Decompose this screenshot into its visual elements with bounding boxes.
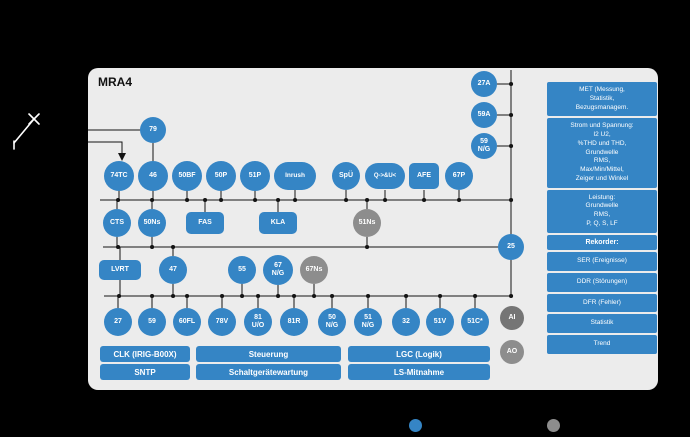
function-afe: AFE: [409, 163, 439, 189]
function-27a: 27A: [471, 71, 497, 97]
function-51ns: 51Ns: [353, 209, 381, 237]
function-32: 32: [392, 308, 420, 336]
function-51c: 51C*: [461, 308, 489, 336]
function-55: 55: [228, 256, 256, 284]
box-ls-mitnahme: LS-Mitnahme: [348, 364, 490, 380]
function-50ng: 50 N/G: [318, 308, 346, 336]
function-46: 46: [138, 161, 168, 191]
sidebar-rekorder-statistik: Statistik: [547, 314, 657, 334]
sidebar-rekorder-header: Rekorder:: [547, 234, 657, 251]
box-clk: CLK (IRIG-B00X): [100, 346, 190, 362]
function-51v: 51V: [426, 308, 454, 336]
function-cts: CTS: [103, 209, 131, 237]
function-51p: 51P: [240, 161, 270, 191]
function-51ng: 51 N/G: [354, 308, 382, 336]
sidebar-met-block: MET (Messung, Statistik, Bezugsmanagem.: [547, 82, 657, 117]
sidebar-rekorder-ddr: DDR (Störungen): [547, 272, 657, 292]
function-59a: 59A: [471, 102, 497, 128]
function-fas: FAS: [186, 212, 224, 234]
function-50p: 50P: [206, 161, 236, 191]
function-67p: 67P: [445, 162, 473, 190]
function-27: 27: [104, 308, 132, 336]
function-inrush: Inrush: [274, 162, 316, 190]
function-78v: 78V: [208, 308, 236, 336]
measurement-sidebar: MET (Messung, Statistik, Bezugsmanagem. …: [547, 82, 657, 354]
circuit-breaker-icon: [13, 113, 40, 150]
function-59ng: 59 N/G: [471, 133, 497, 159]
function-74tc: 74TC: [104, 161, 134, 191]
box-steuerung: Steuerung: [196, 346, 341, 362]
analog-output-node: AO: [500, 340, 524, 364]
function-60fl: 60FL: [173, 308, 201, 336]
function-50ns: 50Ns: [138, 209, 166, 237]
box-schaltgeraetewartung: Schaltgerätewartung: [196, 364, 341, 380]
function-81r: 81R: [280, 308, 308, 336]
function-67ns: 67Ns: [300, 256, 328, 284]
legend-protection-dot: [409, 419, 422, 432]
sidebar-strom-spannung-block: Strom und Spannung: I2 U2, %THD und THD,…: [547, 118, 657, 188]
box-sntp: SNTP: [100, 364, 190, 380]
function-59: 59: [138, 308, 166, 336]
function-q-u: Q->&U<: [365, 163, 405, 189]
function-50bf: 50BF: [172, 161, 202, 191]
function-kla: KLA: [259, 212, 297, 234]
function-25: 25: [498, 234, 524, 260]
function-47: 47: [159, 256, 187, 284]
function-67ng: 67 N/G: [263, 255, 293, 285]
sidebar-rekorder-dfr: DFR (Fehler): [547, 293, 657, 313]
function-spue: SpÜ: [332, 162, 360, 190]
legend-supervision-dot: [547, 419, 560, 432]
sidebar-leistung-block: Leistung: Grundwelle RMS, P, Q, S, LF: [547, 189, 657, 233]
analog-input-node: AI: [500, 306, 524, 330]
function-lvrt: LVRT: [99, 260, 141, 280]
function-81uo: 81 U/O: [244, 308, 272, 336]
function-79: 79: [140, 117, 166, 143]
sidebar-rekorder-trend: Trend: [547, 335, 657, 354]
sidebar-rekorder-ser: SER (Ereignisse): [547, 252, 657, 271]
box-lgc: LGC (Logik): [348, 346, 490, 362]
device-title: MRA4: [98, 75, 133, 89]
